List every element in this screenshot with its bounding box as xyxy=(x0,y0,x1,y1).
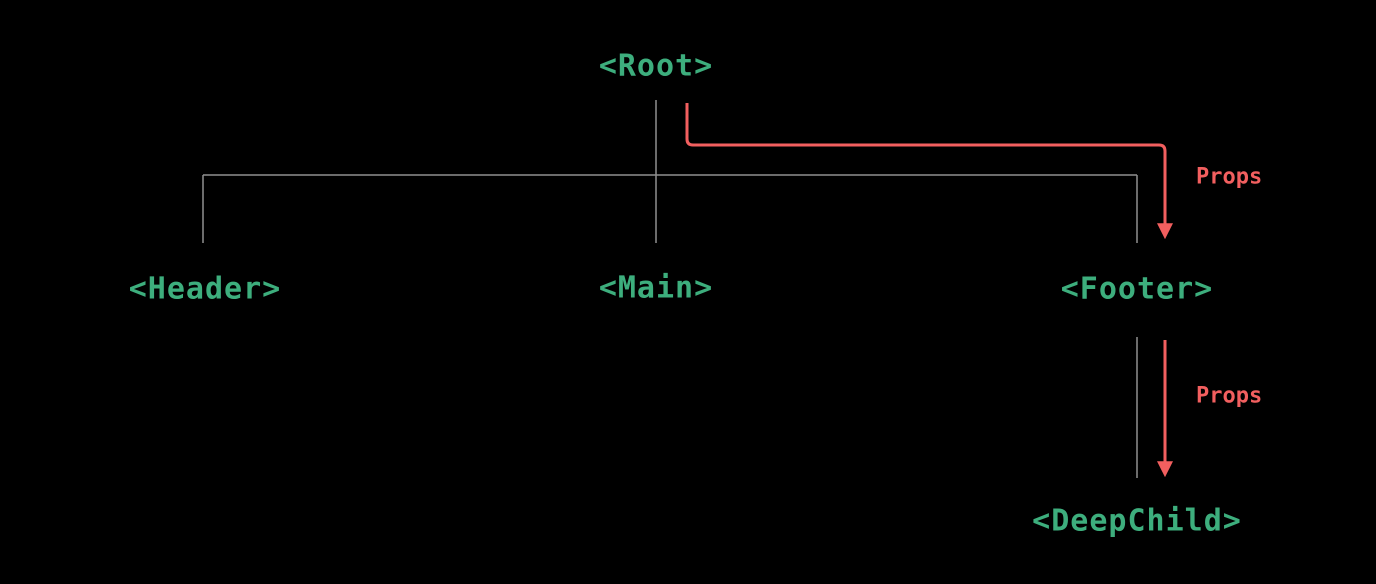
node-deepchild: <DeepChild> xyxy=(1032,503,1242,539)
props-arrow-root-to-footer xyxy=(685,103,1173,240)
node-header: <Header> xyxy=(128,271,282,307)
node-main: <Main> xyxy=(598,270,714,306)
props-label-root-to-footer: Props xyxy=(1196,164,1263,190)
node-root: <Root> xyxy=(598,48,714,84)
node-footer: <Footer> xyxy=(1060,271,1214,307)
tree-connector-lines xyxy=(202,100,1138,478)
props-label-footer-to-deepchild: Props xyxy=(1196,383,1263,409)
